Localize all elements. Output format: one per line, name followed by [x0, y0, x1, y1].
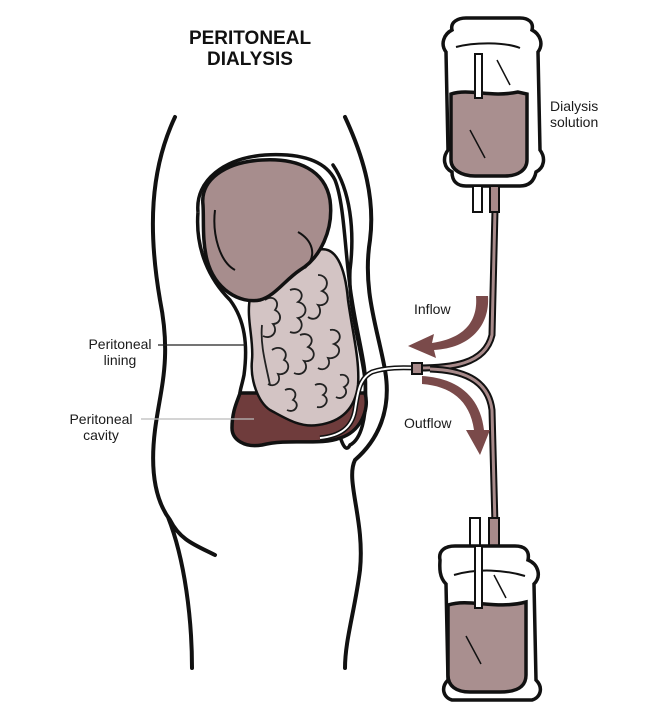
- body-outline-front: [343, 115, 389, 670]
- stomach-fold: [213, 209, 236, 271]
- peritoneal-lining: [195, 152, 368, 394]
- label-line: cavity: [83, 427, 119, 443]
- intestine-folds: [260, 274, 350, 412]
- body-outline-back: [150, 115, 217, 670]
- diagram-title: PERITONEAL DIALYSIS: [170, 28, 330, 70]
- dialysis-solution-bag: [441, 16, 546, 213]
- tubing: [411, 209, 499, 526]
- stomach-fold: [297, 231, 314, 269]
- title-line-2: DIALYSIS: [207, 49, 293, 70]
- label-line: Dialysis: [550, 98, 599, 114]
- label-line: Peritoneal: [88, 336, 152, 352]
- inflow-arrow: [408, 296, 489, 358]
- label-peritoneal-lining: Peritoneal lining: [78, 336, 162, 368]
- drainage-bag: [437, 517, 543, 702]
- label-line: solution: [550, 114, 599, 130]
- label-line: lining: [103, 352, 137, 368]
- label-outflow: Outflow: [404, 415, 452, 431]
- title-line-1: PERITONEAL: [188, 28, 312, 49]
- outflow-arrow: [422, 376, 490, 455]
- label-peritoneal-cavity: Peritoneal cavity: [62, 411, 140, 443]
- label-dialysis-solution: Dialysis solution: [550, 98, 598, 130]
- tube-connector: [411, 362, 423, 375]
- label-line: Peritoneal: [69, 411, 133, 427]
- label-inflow: Inflow: [414, 301, 451, 317]
